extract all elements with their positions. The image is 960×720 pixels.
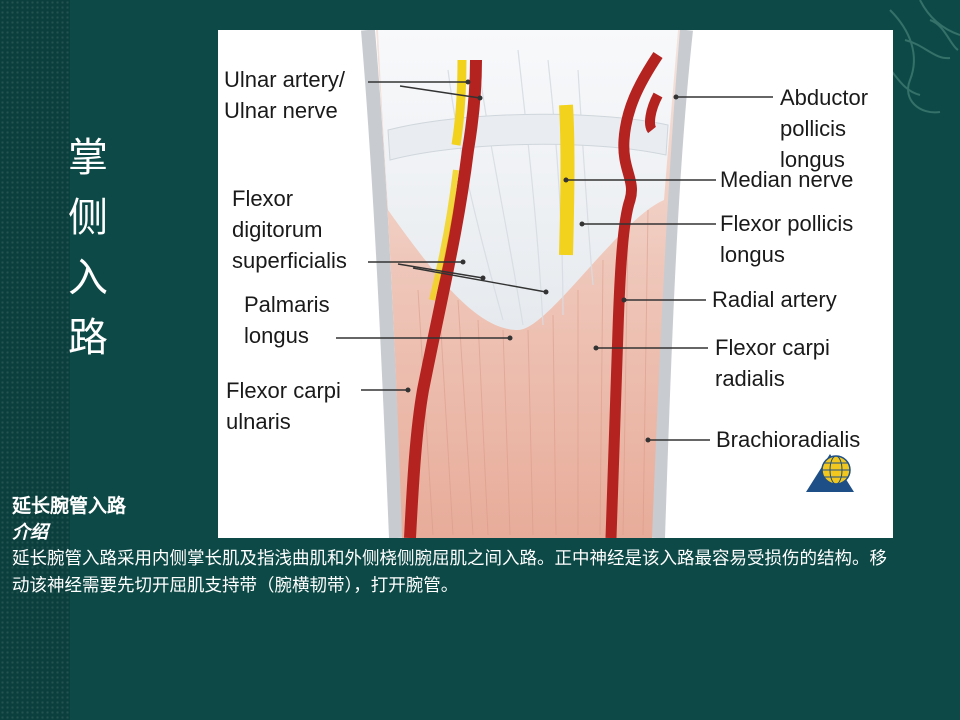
description-paragraph: 延长腕管入路采用内侧掌长肌及指浅曲肌和外侧桡侧腕屈肌之间入路。正中神经是该入路最… — [12, 549, 887, 596]
publisher-logo-icon — [806, 454, 854, 492]
label-radial-artery: Radial artery — [712, 287, 837, 312]
title-char: 路 — [68, 315, 108, 361]
decorative-side-strip — [0, 0, 70, 720]
vertical-slide-title: 掌 侧 入 路 — [62, 128, 114, 368]
label-ulnar-artery-nerve: Ulnar artery/ Ulnar nerve — [224, 67, 346, 123]
label-median-nerve: Median nerve — [720, 167, 854, 192]
label-flexor-carpi-ulnaris: Flexor carpi ulnaris — [226, 378, 341, 434]
label-brachioradialis: Brachioradialis — [716, 427, 861, 452]
description-block: 延长腕管入路 介绍 延长腕管入路采用内侧掌长肌及指浅曲肌和外侧桡侧腕屈肌之间入路… — [12, 492, 892, 600]
title-char: 掌 — [68, 135, 108, 181]
label-abductor-pollicis-longus: Abductor pollicis longus — [780, 85, 869, 172]
title-char: 入 — [68, 255, 108, 301]
label-palmaris-longus: Palmaris longus — [244, 292, 330, 348]
section-subtitle: 介绍 — [12, 522, 48, 543]
anatomy-figure: Ulnar artery/ Ulnar nerve Flexor digitor… — [218, 30, 893, 538]
title-char: 侧 — [68, 195, 108, 241]
section-title: 延长腕管入路 — [12, 495, 127, 517]
label-flexor-pollicis-longus: Flexor pollicis longus — [720, 211, 854, 267]
forearm-illustration — [336, 30, 854, 538]
label-flexor-digitorum-superficialis: Flexor digitorum superficialis — [232, 186, 347, 273]
label-flexor-carpi-radialis: Flexor carpi radialis — [715, 335, 830, 391]
